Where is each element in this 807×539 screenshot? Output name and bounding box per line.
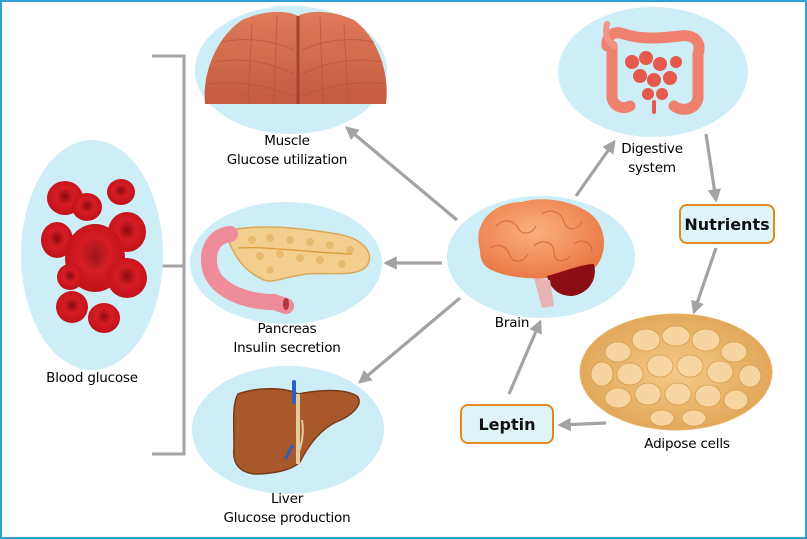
arrow-brain-to-muscle <box>344 126 459 222</box>
arrow-digestive-to-nutrients <box>704 133 722 203</box>
adipose-cells-icon <box>579 313 773 431</box>
arrow-brain-to-liver <box>357 296 462 384</box>
muscle-label: Muscle Glucose utilization <box>226 133 348 168</box>
adipose-label: Adipose cells <box>644 436 730 452</box>
liver-icon <box>192 366 384 494</box>
muscle-icon <box>195 6 387 134</box>
liver-label: Liver Glucose production <box>223 491 351 526</box>
brain-icon <box>447 196 635 318</box>
pancreas-icon <box>190 202 382 324</box>
leptin-box: Leptin <box>460 404 554 444</box>
arrow-nutrients-to-adipose <box>691 247 718 315</box>
arrows <box>344 126 722 432</box>
digestive-system-icon <box>558 7 748 137</box>
blood-glucose-label: Blood glucose <box>46 370 138 386</box>
brain-label: Brain <box>494 315 530 331</box>
arrow-leptin-to-brain <box>507 319 542 395</box>
pancreas-label: Pancreas Insulin secretion <box>233 321 341 356</box>
nutrients-box: Nutrients <box>679 204 775 244</box>
digestive-label: Digestive system <box>621 141 683 176</box>
arrow-brain-to-digestive <box>574 139 616 197</box>
red-blood-cells-icon <box>21 140 163 370</box>
arrow-adipose-to-leptin <box>557 417 607 432</box>
